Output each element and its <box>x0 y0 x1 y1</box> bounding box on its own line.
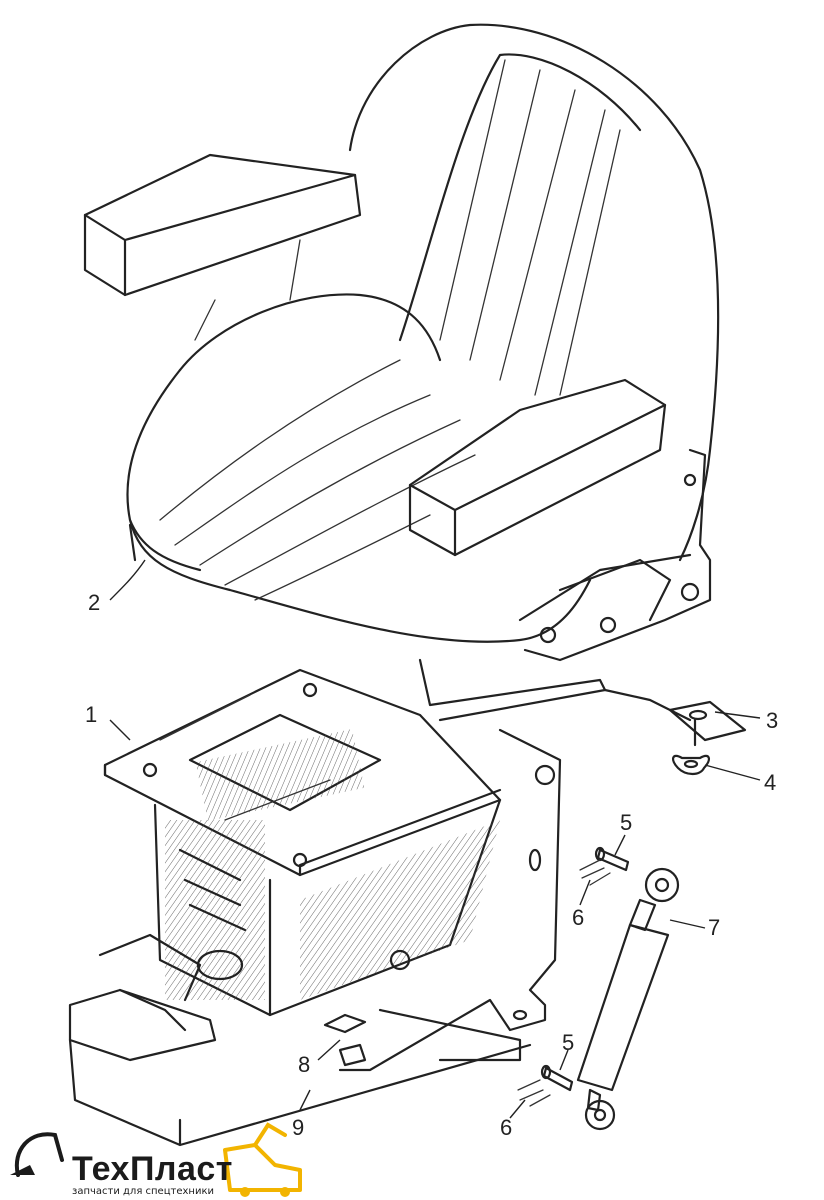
frame-bracket <box>338 728 562 1072</box>
callout-9: 9 <box>292 1115 304 1140</box>
callout-labels: 1 2 3 4 5 6 7 8 5 6 9 <box>85 590 778 1140</box>
seat-backrest <box>348 23 720 562</box>
callout-7: 7 <box>708 915 720 940</box>
cotter-upper <box>579 859 611 886</box>
wing-nut <box>672 754 710 776</box>
shock-absorber <box>576 867 680 1131</box>
left-armrest <box>83 153 362 341</box>
callout-6-lower: 6 <box>500 1115 512 1140</box>
seat-rail <box>418 658 692 722</box>
leader-lines <box>109 559 761 1119</box>
pin-upper <box>594 846 630 872</box>
small-plate <box>323 1013 367 1067</box>
logo-tagline: запчасти для спецтехники <box>72 1186 214 1197</box>
callout-5-upper: 5 <box>620 810 632 835</box>
logo-excavator-icon <box>10 1122 302 1197</box>
callout-5-lower: 5 <box>562 1030 574 1055</box>
pin-lower <box>540 1064 574 1092</box>
cotter-lower <box>517 1079 551 1107</box>
callout-3: 3 <box>766 708 778 733</box>
logo-name: ТехПласт <box>72 1150 233 1188</box>
callout-2: 2 <box>88 590 100 615</box>
callout-8: 8 <box>298 1052 310 1077</box>
right-armrest <box>408 378 667 557</box>
seat-cushion <box>126 293 592 643</box>
callout-6-upper: 6 <box>572 905 584 930</box>
wire-frame <box>68 988 532 1147</box>
clamp-part <box>668 700 747 747</box>
side-bracket <box>518 448 712 662</box>
callout-1: 1 <box>85 702 97 727</box>
callout-4: 4 <box>764 770 776 795</box>
suspension-mechanism <box>98 764 556 1017</box>
